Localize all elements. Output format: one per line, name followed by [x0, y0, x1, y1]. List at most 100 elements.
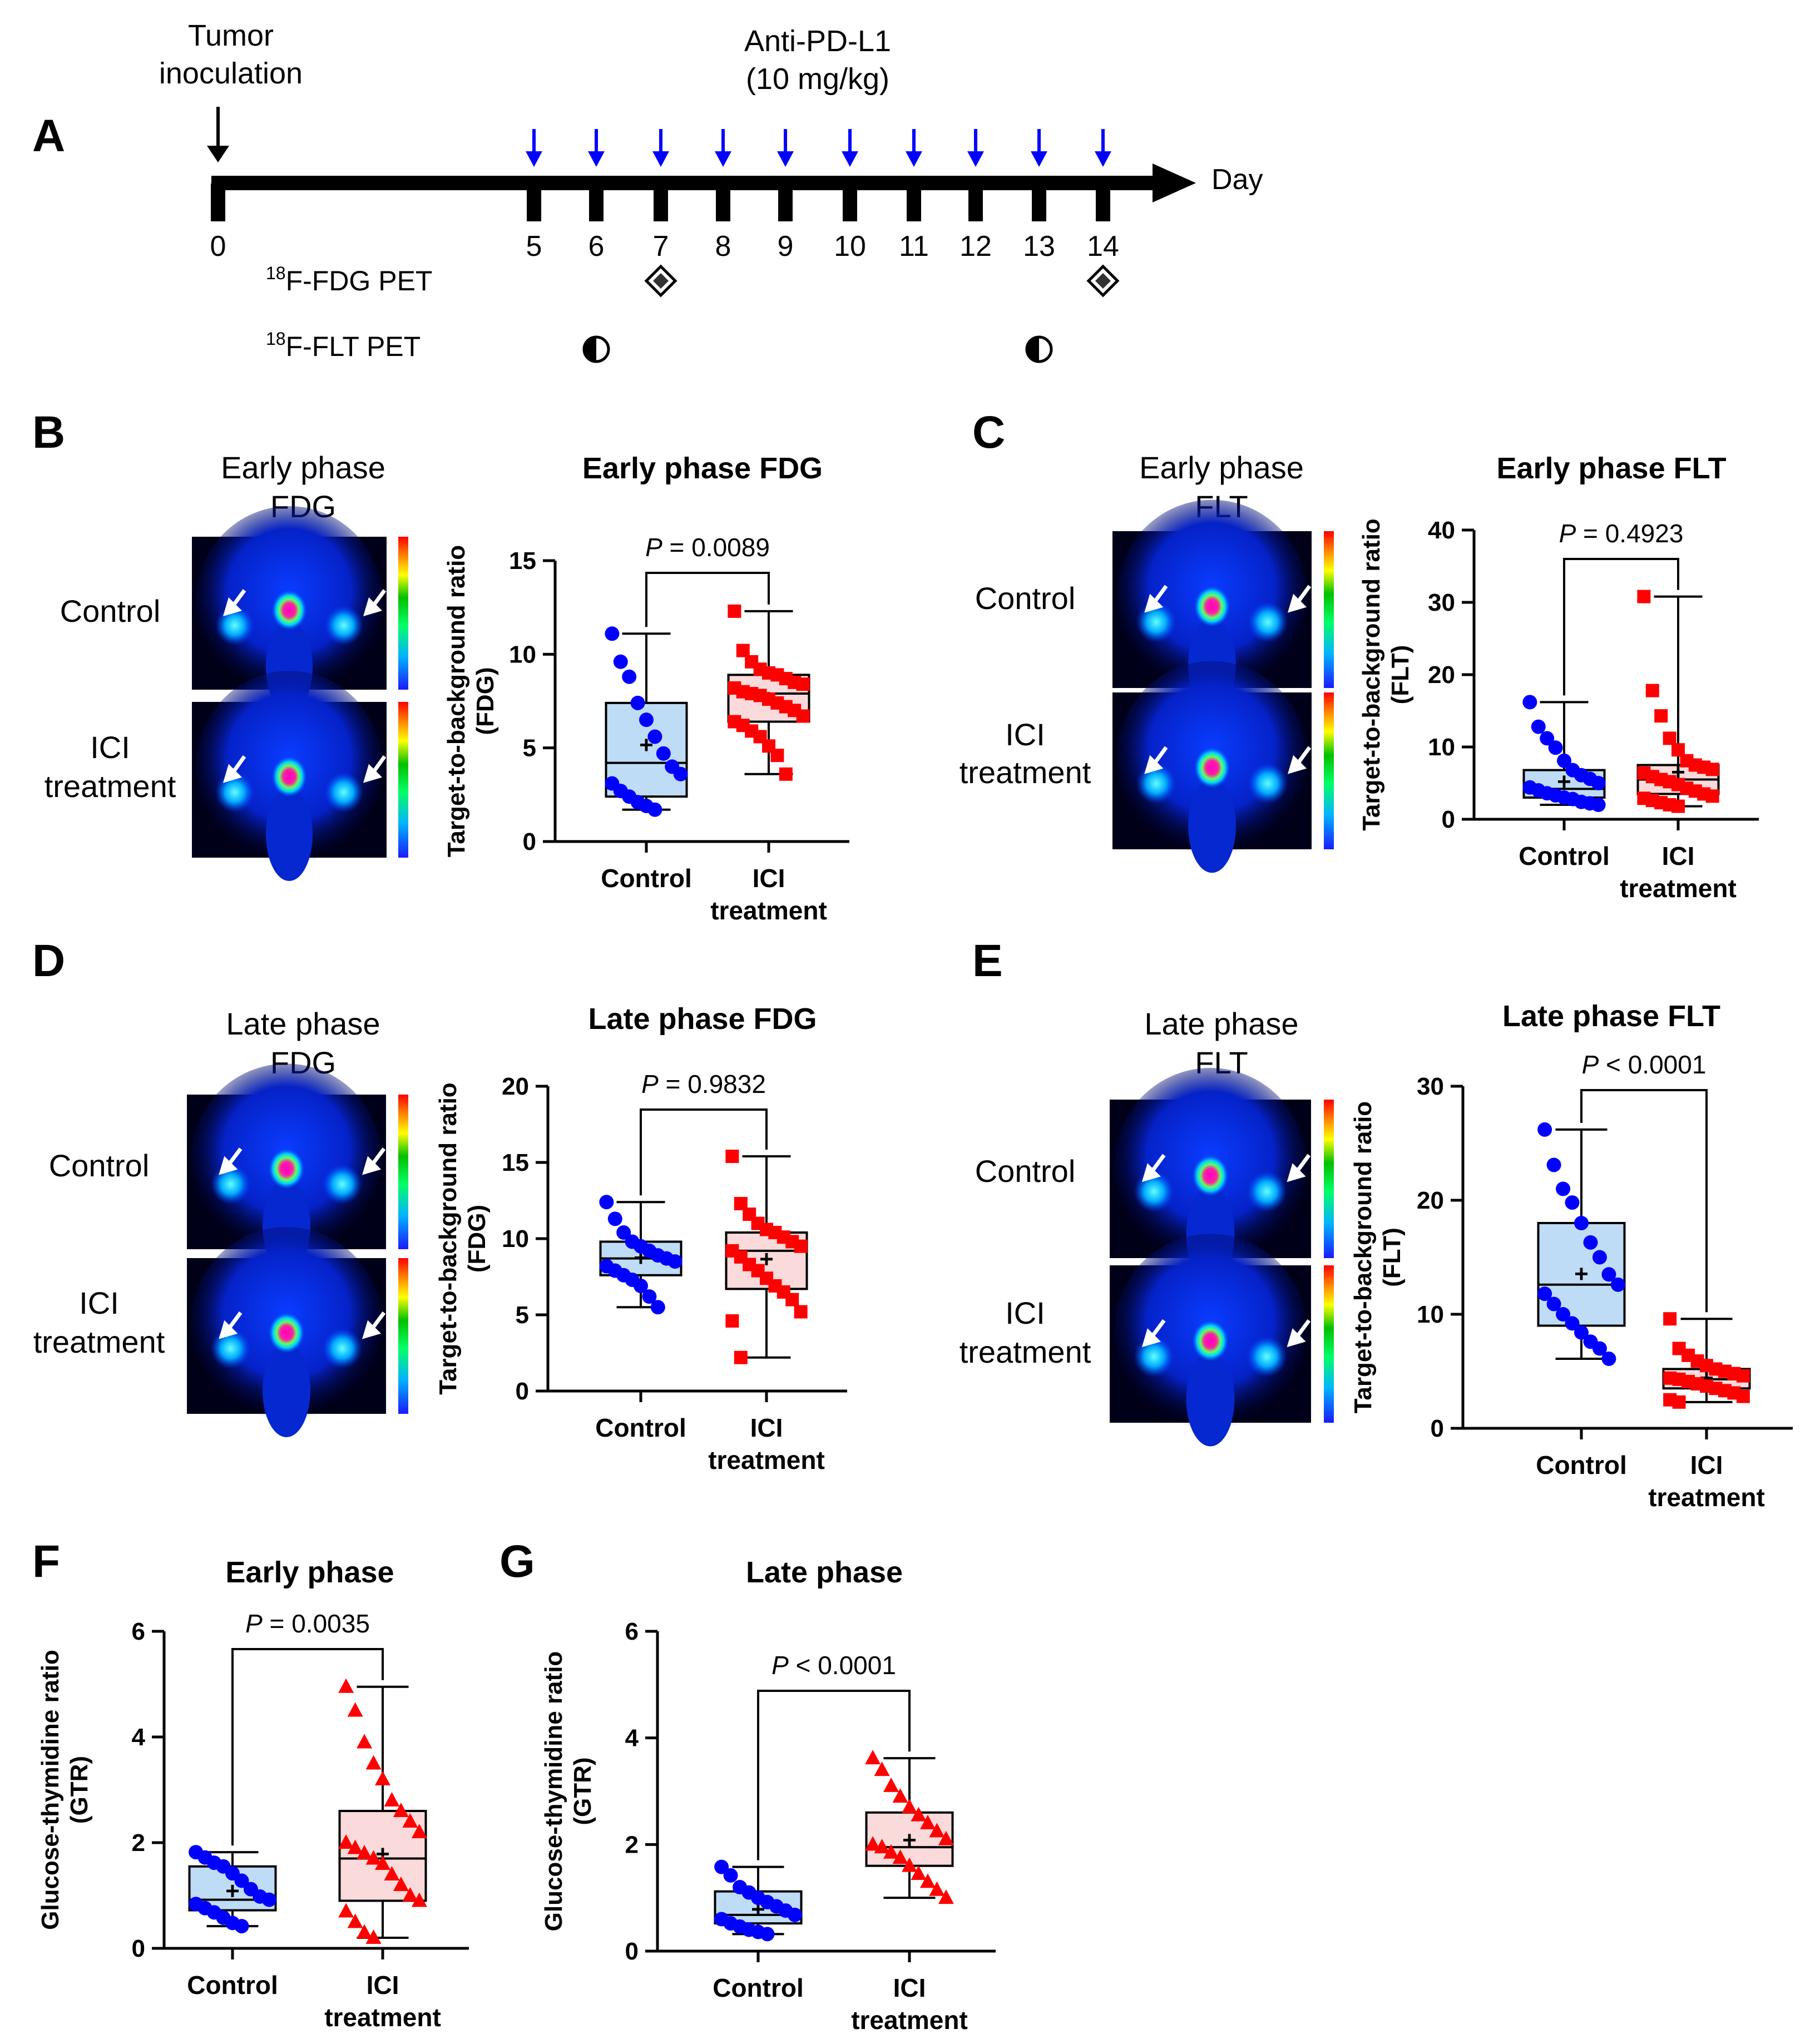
chart-title: Early phase	[225, 1556, 394, 1589]
data-point	[902, 1857, 917, 1872]
y-tick-label: 0	[1442, 806, 1455, 833]
data-point	[1537, 1122, 1552, 1137]
y-axis-title-line1: Target-to-background ratio	[1349, 1101, 1377, 1413]
y-tick-label: 0	[523, 828, 536, 855]
day-tick-label: 12	[960, 230, 992, 263]
data-point	[605, 626, 620, 641]
data-point	[938, 1889, 954, 1904]
x-category-control: Control	[713, 1973, 804, 2002]
x-category-control: Control	[187, 1971, 278, 2000]
dose-arrow-head	[588, 151, 605, 167]
data-point	[725, 1150, 739, 1164]
data-point	[1637, 590, 1651, 603]
chart-title: Late phase	[746, 1556, 903, 1589]
data-point	[357, 1734, 373, 1749]
mean-marker: +	[1574, 1260, 1589, 1288]
pet-hotspot	[1192, 1320, 1229, 1362]
y-tick-label: 6	[132, 1618, 145, 1645]
dose-arrow-head	[842, 151, 858, 167]
white-arrow-head	[1141, 1328, 1161, 1348]
data-point	[794, 1305, 808, 1319]
flt-pet-label: 18F-FLT PET	[266, 329, 421, 362]
x-category-ici-line1: ICI	[750, 1413, 783, 1442]
data-point	[599, 1195, 614, 1210]
data-point	[1557, 753, 1571, 768]
day-tick-label: 5	[526, 230, 542, 263]
y-tick-label: 6	[625, 1618, 639, 1645]
x-category-ici-line2: treatment	[851, 2006, 968, 2035]
data-point	[347, 1702, 363, 1717]
data-point	[1548, 740, 1563, 755]
chart-title: Late phase FLT	[1502, 999, 1720, 1033]
colorbar	[398, 1095, 408, 1249]
data-point	[1546, 1157, 1561, 1172]
colorbar	[1324, 692, 1334, 849]
pet-tumor-right	[322, 1164, 363, 1205]
mean-marker: +	[902, 1827, 917, 1854]
data-point	[1583, 1235, 1598, 1250]
image-row-label-ici-line1: ICI	[79, 1285, 119, 1320]
image-row-label-control: Control	[975, 1154, 1076, 1189]
p-value: P = 0.0089	[645, 533, 770, 562]
y-tick-label: 10	[1417, 1301, 1444, 1328]
day-tick-label: 9	[778, 230, 794, 263]
day-tick	[778, 184, 793, 221]
image-row-label-ici-line1: ICI	[1005, 1295, 1045, 1330]
y-tick-label: 2	[132, 1829, 145, 1857]
pet-tumor-right	[324, 772, 363, 813]
x-category-ici-line1: ICI	[893, 1973, 926, 2002]
fdg-pet-label: 18F-FDG PET	[266, 263, 432, 296]
x-category-control: Control	[595, 1413, 686, 1442]
image-title-line1: Late phase	[226, 1006, 380, 1041]
image-row-label-ici-line2: treatment	[960, 755, 1091, 790]
y-tick-label: 40	[1428, 517, 1455, 544]
p-value: P = 0.9832	[641, 1070, 766, 1098]
data-point	[1663, 731, 1676, 745]
colorbar	[1324, 1100, 1334, 1258]
image-title-line1: Early phase	[1139, 450, 1304, 485]
fdg-scan-diamond-inner	[653, 273, 669, 289]
dose-arrow-head	[1031, 151, 1047, 167]
data-point	[384, 1792, 400, 1807]
white-arrow-head	[362, 1320, 382, 1339]
data-point	[794, 1239, 808, 1253]
image-title-line1: Early phase	[221, 450, 385, 485]
pet-hotspot	[268, 1313, 305, 1353]
data-point	[938, 1830, 954, 1845]
image-row-label-control: Control	[975, 581, 1076, 616]
day-tick	[211, 184, 225, 221]
timeline-arrow-head	[1153, 164, 1196, 202]
flt-scan-half	[1027, 337, 1039, 362]
tumor-label-line2: inoculation	[159, 57, 303, 90]
significance-bracket	[1580, 1089, 1708, 1313]
x-category-ici-line2: treatment	[1648, 1483, 1765, 1512]
day-tick-label: 8	[715, 230, 731, 263]
data-point	[375, 1771, 390, 1785]
data-point	[1591, 798, 1606, 812]
data-point	[929, 1823, 945, 1838]
white-arrow-head	[363, 764, 382, 783]
chart-title: Early phase FLT	[1496, 452, 1726, 485]
white-arrow-head	[219, 1156, 238, 1175]
x-category-ici-line2: treatment	[710, 896, 827, 925]
colorbar	[1324, 1265, 1334, 1423]
data-point	[883, 1777, 899, 1792]
white-arrow-head	[223, 764, 242, 783]
white-arrow-head	[1141, 1163, 1161, 1182]
data-point	[402, 1813, 418, 1828]
y-tick-label: 5	[523, 735, 536, 762]
white-arrow-head	[219, 1320, 238, 1339]
y-tick-label: 10	[1428, 734, 1455, 761]
data-point	[1540, 731, 1555, 746]
colorbar	[398, 1258, 408, 1414]
timeline-axis-label: Day	[1211, 164, 1263, 196]
significance-bracket	[757, 1690, 911, 1860]
data-point	[365, 1929, 382, 1944]
data-point	[365, 1755, 382, 1770]
data-point	[616, 1225, 631, 1240]
pet-hotspot	[1194, 747, 1230, 789]
data-point	[911, 1865, 927, 1880]
data-point	[785, 1293, 799, 1306]
